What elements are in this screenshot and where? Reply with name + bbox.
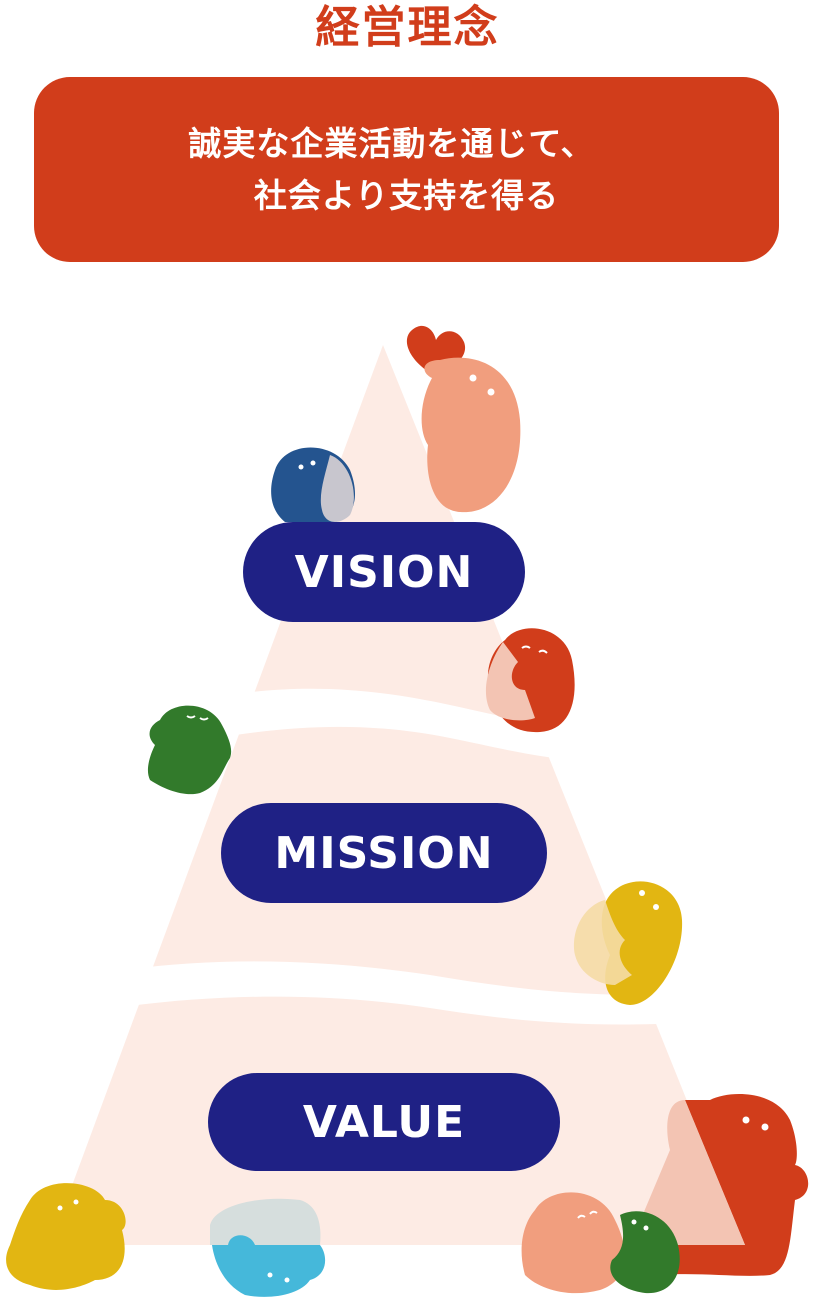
page-title: 経営理念 — [315, 2, 500, 53]
tier-separator-top — [180, 688, 640, 762]
value-label: VALUE — [208, 1073, 560, 1171]
character-salmon-top — [421, 357, 521, 513]
character-salmon-bottom — [521, 1192, 625, 1294]
character-blue — [271, 447, 355, 522]
philosophy-banner: 誠実な企業活動を通じて、 社会より支持を得る — [34, 77, 779, 262]
character-green-left — [147, 705, 232, 795]
mission-label: MISSION — [221, 803, 547, 903]
philosophy-line-1: 誠実な企業活動を通じて、 — [188, 123, 595, 163]
character-green-bottom — [610, 1211, 680, 1294]
character-yellow-bottom — [6, 1183, 126, 1290]
vision-label: VISION — [243, 522, 525, 622]
philosophy-line-2: 社会より支持を得る — [253, 175, 560, 215]
character-yellow-right — [574, 881, 683, 1005]
character-red-bottom — [630, 1094, 809, 1276]
tier-separator-bottom — [100, 961, 730, 1025]
character-red-mid — [485, 628, 575, 733]
character-lightblue-bottom — [210, 1198, 326, 1297]
